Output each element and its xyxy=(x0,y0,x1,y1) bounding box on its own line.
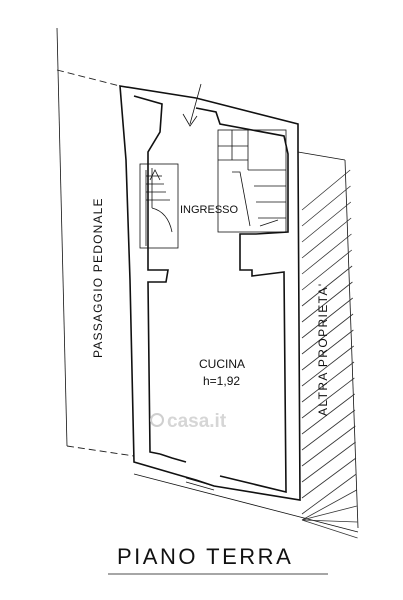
hatch-line xyxy=(301,441,356,483)
hatch-line xyxy=(301,297,354,339)
hatch-line xyxy=(301,519,358,539)
hatch-line xyxy=(301,505,358,521)
hatch-line xyxy=(301,345,354,387)
hatch-line xyxy=(301,185,351,227)
entrance-arrow xyxy=(182,83,202,127)
hatch-line xyxy=(301,377,355,419)
building-walls xyxy=(119,85,301,501)
room-label-ingresso: INGRESSO xyxy=(180,204,239,216)
neighbour-property xyxy=(133,97,359,539)
hatch-line xyxy=(301,233,352,275)
watermark-text: casa.it xyxy=(167,411,227,432)
hatch-line xyxy=(301,473,357,515)
hatch-line xyxy=(301,519,358,523)
hatch-line xyxy=(301,361,355,403)
hatch-line xyxy=(301,201,352,243)
watermark: casa.it xyxy=(150,411,227,432)
room-label-cucina: CUCINA xyxy=(199,357,245,371)
other-property-label: ALTRA PROPRIETA' xyxy=(316,282,330,416)
hatch-line xyxy=(301,393,355,435)
passage-label: PASSAGGIO PEDONALE xyxy=(91,197,105,358)
hatch-line xyxy=(301,313,354,355)
hatch-line xyxy=(301,169,351,211)
hatch-line xyxy=(301,457,357,499)
hatch-line xyxy=(301,281,353,323)
floor-title-group: PIANO TERRA xyxy=(108,544,328,575)
hatch-line xyxy=(301,409,356,451)
hatch-pattern xyxy=(301,169,358,539)
staircase-left xyxy=(139,163,179,249)
room-height-label: h=1,92 xyxy=(203,374,240,388)
hatch-line xyxy=(301,265,353,307)
hatch-line xyxy=(301,489,357,521)
hatch-line xyxy=(301,217,352,259)
staircase-right xyxy=(217,129,287,233)
passage-boundary xyxy=(56,27,135,457)
hatch-line xyxy=(301,425,356,467)
hatch-line xyxy=(301,249,353,291)
floor-title: PIANO TERRA xyxy=(117,544,293,569)
hatch-line xyxy=(301,329,354,371)
door-threshold xyxy=(185,477,215,491)
